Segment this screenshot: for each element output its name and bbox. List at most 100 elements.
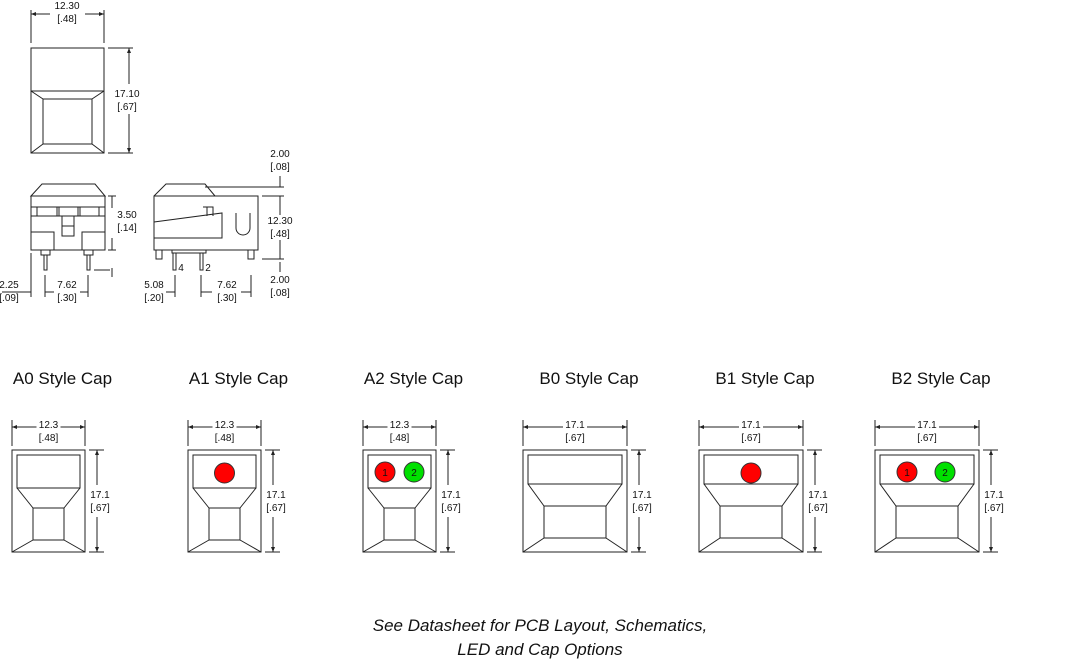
cap-width-in: [.67]	[565, 433, 585, 444]
cap-face	[208, 507, 241, 541]
led-number: 1	[382, 468, 388, 479]
cap-b1: B1 Style Cap 17.1 [.67] 17.1 [.67]	[698, 369, 828, 553]
cap-height-in: [.67]	[984, 503, 1004, 514]
cap-bevel	[874, 483, 980, 553]
height-dimension-line	[265, 449, 280, 553]
front-pitch-mm: 7.62	[57, 280, 77, 291]
cap-height-in: [.67]	[632, 503, 652, 514]
cap-height-in: [.67]	[808, 503, 828, 514]
cap-width-in: [.67]	[917, 433, 937, 444]
top-view: 12.30 [.48] 17.10 [.67]	[30, 1, 140, 154]
led-number: 1	[904, 468, 910, 479]
cap-face	[719, 505, 783, 539]
cap-height-in: [.67]	[266, 503, 286, 514]
cap-title: A2 Style Cap	[364, 369, 463, 388]
front-view: 3.50 [.14] 2.25 [.09] 7.62 [.30]	[0, 183, 137, 304]
led-indicator	[934, 461, 956, 483]
cap-width-in: [.67]	[741, 433, 761, 444]
top-height-in: [.67]	[117, 102, 137, 113]
cap-width-in: [.48]	[215, 433, 235, 444]
cap-outline	[187, 449, 262, 553]
led-number: 2	[411, 468, 417, 479]
cap-title: A0 Style Cap	[13, 369, 112, 388]
cap-width-mm: 12.3	[215, 420, 235, 431]
cap-outline	[362, 449, 437, 553]
led-window	[527, 454, 623, 485]
width-dimension-line	[874, 420, 980, 446]
side-pitch-in: [.30]	[217, 293, 237, 304]
front-pitch-in: [.30]	[57, 293, 77, 304]
height-dimension-line	[983, 449, 998, 553]
width-dimension-line	[11, 420, 86, 446]
cap-bevel	[522, 483, 628, 553]
led-window	[16, 454, 81, 489]
cap-height-mm: 17.1	[984, 490, 1004, 501]
cap-bevel	[362, 487, 437, 553]
cap-title: A1 Style Cap	[189, 369, 288, 388]
cap-outline	[874, 449, 980, 553]
led-indicator	[896, 461, 918, 483]
cap-mm: 2.00	[270, 149, 290, 160]
cap-a1: A1 Style Cap 12.3 [.48] 17.1 [.67]	[187, 369, 288, 553]
cap-height-mm: 17.1	[808, 490, 828, 501]
cap-bevel	[187, 487, 262, 553]
cap-face	[32, 507, 65, 541]
cap-face	[895, 505, 959, 539]
cap-height-mm: 17.1	[632, 490, 652, 501]
width-dimension-line	[522, 420, 628, 446]
cap-face	[383, 507, 416, 541]
cap-height-mm: 17.1	[441, 490, 461, 501]
cap-title: B2 Style Cap	[891, 369, 990, 388]
offset-mm: 2.25	[0, 280, 19, 291]
footer-line-1: See Datasheet for PCB Layout, Schematics…	[373, 616, 708, 635]
height-dimension-line	[631, 449, 646, 553]
travel-in: [.14]	[117, 223, 137, 234]
pin-4-label: 4	[178, 263, 184, 274]
led-number: 2	[942, 468, 948, 479]
cap-width-mm: 12.3	[39, 420, 59, 431]
side-pitch-mm: 7.62	[217, 280, 237, 291]
cap-bevel	[11, 487, 86, 553]
height-dimension-line	[89, 449, 104, 553]
cap-outline	[522, 449, 628, 553]
cap-title: B1 Style Cap	[715, 369, 814, 388]
led-indicator	[214, 462, 235, 484]
led-window	[367, 454, 432, 489]
cap-title: B0 Style Cap	[539, 369, 638, 388]
cap-width-mm: 17.1	[741, 420, 761, 431]
led-window	[192, 454, 257, 489]
cap-width-mm: 17.1	[917, 420, 937, 431]
top-height-mm: 17.10	[114, 89, 139, 100]
led-pitch-in: [.20]	[144, 293, 164, 304]
top-width-in: [.48]	[57, 14, 77, 25]
led-window	[703, 454, 799, 485]
stand-in: [.08]	[270, 288, 290, 299]
height-dimension-line	[807, 449, 822, 553]
cap-height-mm: 17.1	[90, 490, 110, 501]
width-dimension-line	[187, 420, 262, 446]
cap-outline	[698, 449, 804, 553]
cap-height-mm: 17.1	[266, 490, 286, 501]
width-dimension-line	[362, 420, 437, 446]
led-indicator	[374, 461, 396, 483]
cap-b0: B0 Style Cap 17.1 [.67] 17.1 [.67]	[522, 369, 652, 553]
cap-face	[543, 505, 607, 539]
cap-width-mm: 17.1	[565, 420, 585, 431]
body-mm: 12.30	[267, 216, 292, 227]
led-window	[879, 454, 975, 485]
cap-width-in: [.48]	[390, 433, 410, 444]
width-dimension-line	[698, 420, 804, 446]
cap-bevel	[698, 483, 804, 553]
led-indicator	[740, 462, 762, 484]
cap-b2: B2 Style Cap 17.1 [.67] 17.1 [.67] 1 2	[874, 369, 1004, 553]
led-indicator	[403, 461, 425, 483]
cap-width-in: [.48]	[39, 433, 59, 444]
height-dimension-line	[440, 449, 455, 553]
top-width-mm: 12.30	[54, 1, 79, 12]
side-view: 4 2 2.00 [.08] 12.30 [.48] 2.00 [.08] 5.…	[144, 149, 293, 304]
pin-2-label: 2	[205, 263, 211, 274]
